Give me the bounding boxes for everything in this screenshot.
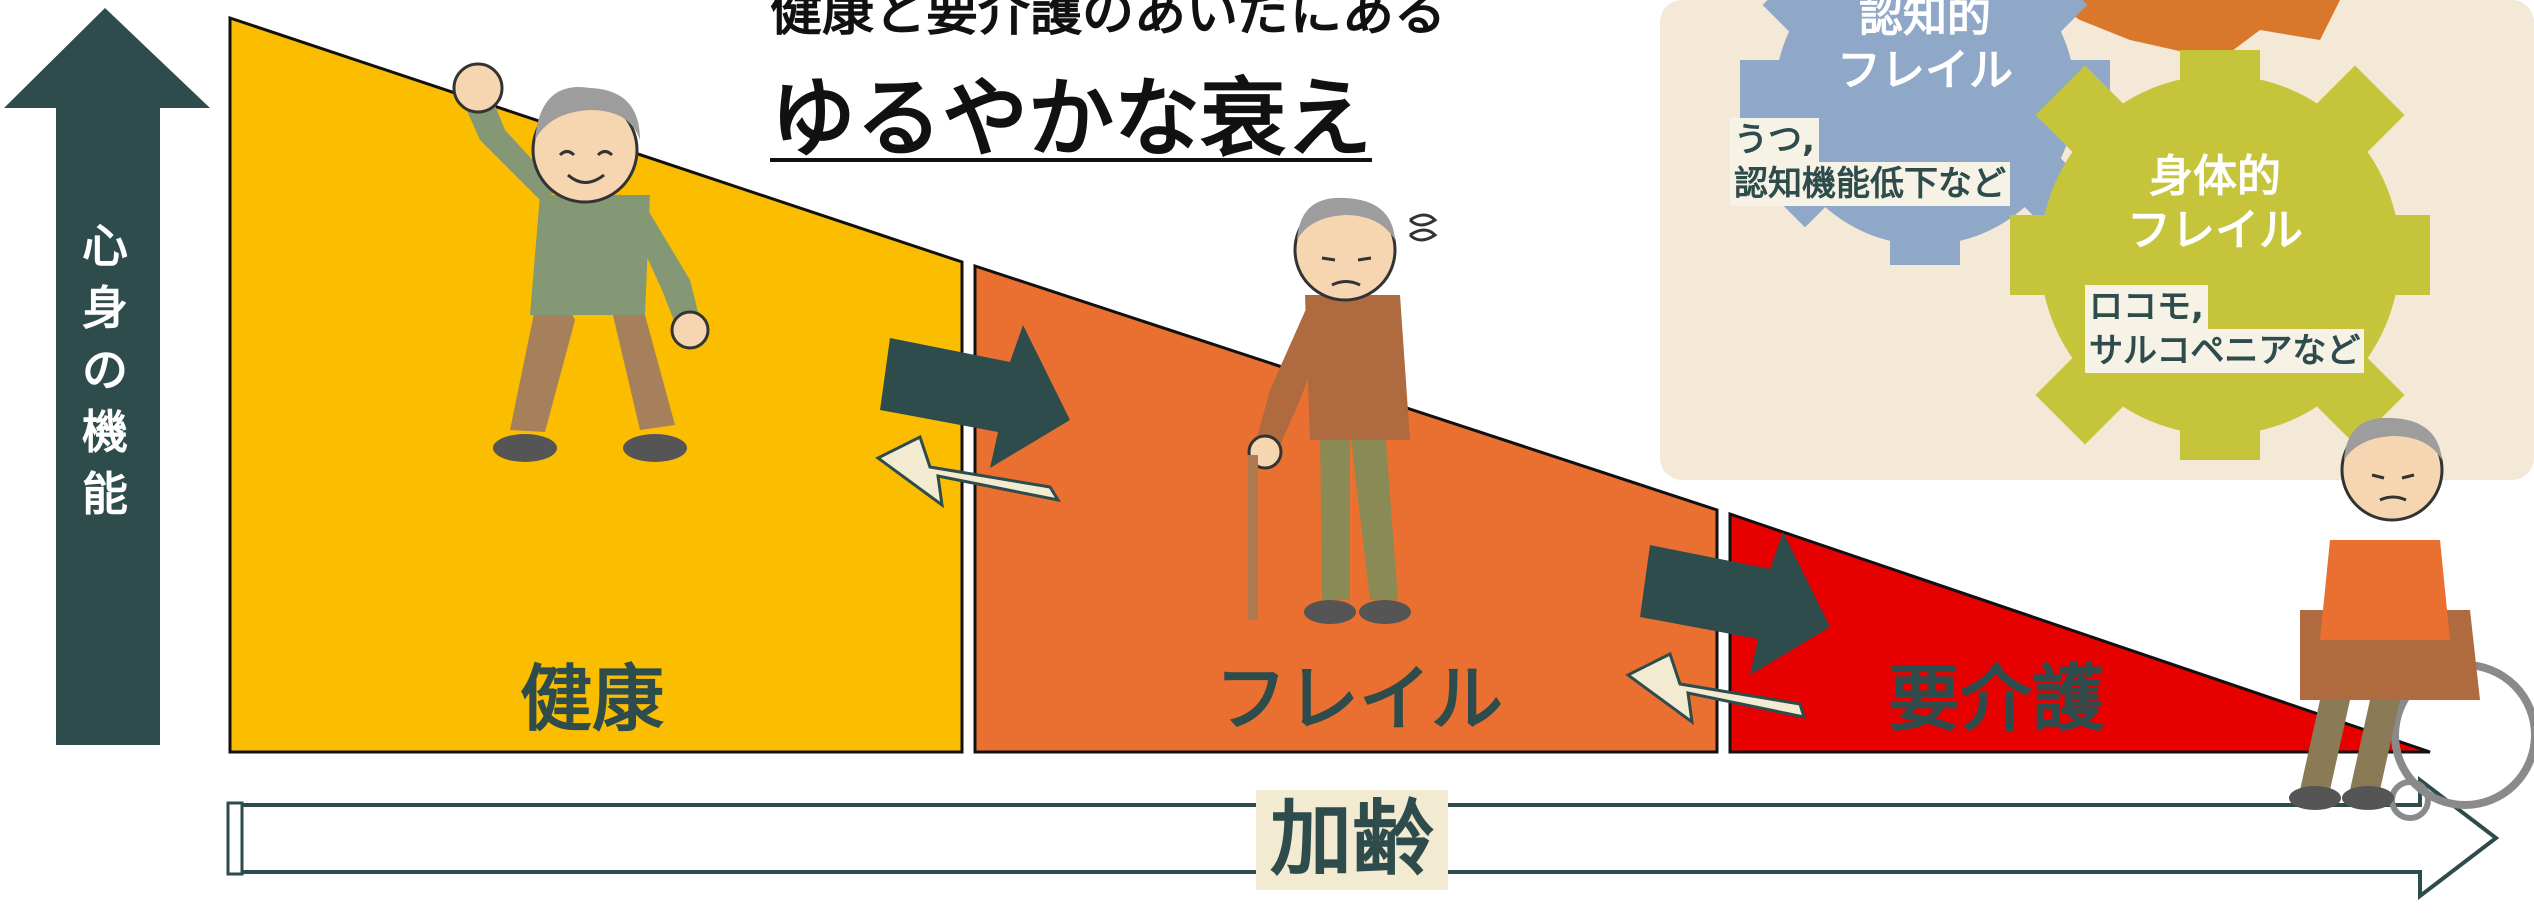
cognitive-gear-text: うつ, 認知機能低下など xyxy=(1730,118,2010,206)
function-axis-char: の xyxy=(82,343,128,397)
cognitive-gear-title: 認知的 フレイル xyxy=(1810,0,2040,98)
physical-gear-text-line2: サルコペニアなど xyxy=(2085,329,2365,373)
stage-label-care: 要介護 xyxy=(1888,657,2105,741)
stage-area-healthy xyxy=(228,15,964,754)
forward-arrow-1 xyxy=(880,325,1070,468)
function-axis-char: 機 xyxy=(82,405,128,459)
frail-person-illustration xyxy=(1247,197,1438,624)
wheelchair-person-illustration xyxy=(2289,417,2534,821)
aging-arrow-tail xyxy=(226,801,244,876)
backward-arrow-2 xyxy=(1625,651,1807,726)
stage-label-healthy: 健康 xyxy=(520,657,665,741)
aging-label: 加齢 xyxy=(1256,790,1448,890)
backward-arrow-1 xyxy=(875,434,1062,509)
cognitive-gear-title-line2: フレイル xyxy=(1837,45,2013,96)
physical-gear-title-line2: フレイル xyxy=(2127,205,2303,256)
function-axis-label: 心 身 の 機 能 xyxy=(70,215,140,525)
physical-gear-text-line1: ロコモ, xyxy=(2085,285,2208,329)
title-subline: 健康と要介護のあいだにある xyxy=(770,0,1447,43)
page-title: ゆるやかな衰え xyxy=(770,69,1372,169)
function-up-arrow xyxy=(4,8,210,745)
cognitive-gear-text-line1: うつ, xyxy=(1730,118,1819,162)
forward-arrow-2 xyxy=(1640,532,1830,675)
stage-label-frailty: フレイル xyxy=(1215,657,1504,741)
function-axis-char: 身 xyxy=(82,281,128,335)
cognitive-gear-text-line2: 認知機能低下など xyxy=(1730,162,2010,206)
physical-gear-title-line1: 身体的 xyxy=(2149,151,2281,202)
healthy-person-illustration xyxy=(452,62,710,462)
physical-gear-text: ロコモ, サルコペニアなど xyxy=(2085,285,2365,373)
physical-gear-title: 身体的 フレイル xyxy=(2090,150,2340,258)
function-axis-char: 能 xyxy=(82,467,128,521)
cognitive-gear-title-line1: 認知的 xyxy=(1859,0,1991,42)
function-axis-char: 心 xyxy=(82,219,128,273)
social-gear-fragment xyxy=(2050,0,2340,60)
